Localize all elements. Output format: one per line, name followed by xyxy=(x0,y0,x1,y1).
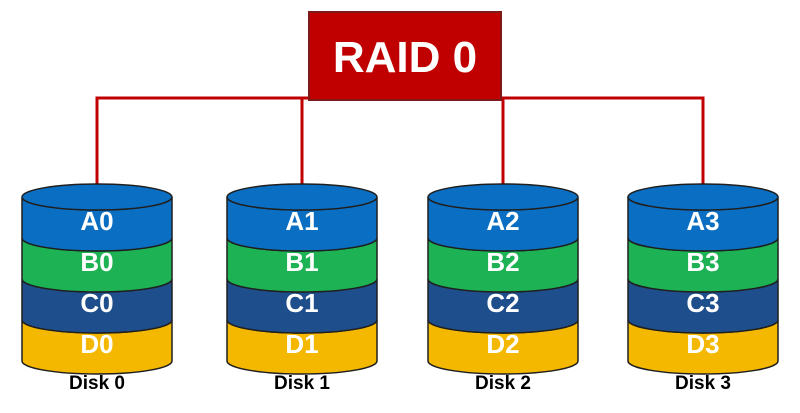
block-label: C0 xyxy=(80,288,113,318)
connector-lines xyxy=(95,96,705,193)
disk-label: Disk 2 xyxy=(475,373,531,394)
raid-level-box: RAID 0 xyxy=(308,11,502,101)
block-label: A0 xyxy=(80,206,113,236)
block-label: B0 xyxy=(80,247,113,277)
disk-label: Disk 0 xyxy=(69,373,125,394)
block-label: B2 xyxy=(486,247,519,277)
block-label: C2 xyxy=(486,288,519,318)
disk-top-cap xyxy=(627,183,779,211)
block-label: A2 xyxy=(486,206,519,236)
raid-level-box-rect xyxy=(308,11,502,101)
block-label: C3 xyxy=(686,288,719,318)
block-label: D3 xyxy=(686,329,719,359)
block-label: A3 xyxy=(686,206,719,236)
connector-bus xyxy=(95,96,705,193)
disk-top-cap xyxy=(21,183,173,211)
disk-label: Disk 3 xyxy=(675,373,731,394)
block-label: B3 xyxy=(686,247,719,277)
block-label: D0 xyxy=(80,329,113,359)
block-label: C1 xyxy=(285,288,318,318)
disk-top-cap xyxy=(427,183,579,211)
disk-top-cap xyxy=(226,183,378,211)
raid-level-title: RAID 0 xyxy=(333,33,477,82)
block-label: D2 xyxy=(486,329,519,359)
disk-label: Disk 1 xyxy=(274,373,330,394)
block-label: A1 xyxy=(285,206,318,236)
block-label: D1 xyxy=(285,329,318,359)
block-label: B1 xyxy=(285,247,318,277)
